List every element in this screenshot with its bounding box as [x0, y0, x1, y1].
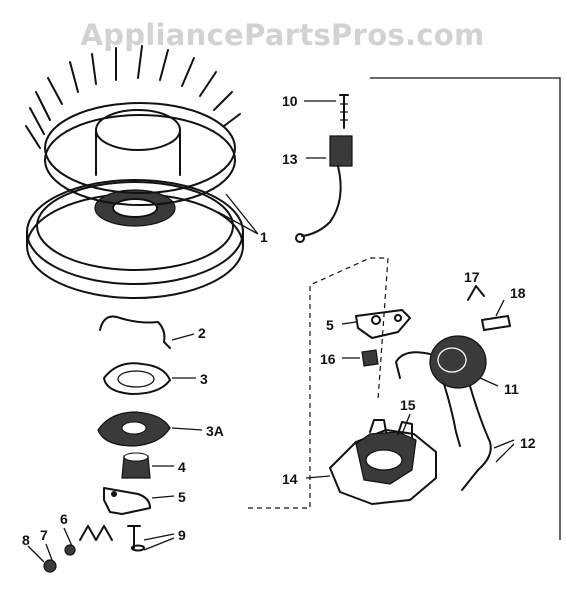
part-11-coil: [429, 335, 487, 389]
part-13-terminal: [295, 233, 305, 243]
part-8-nut: [43, 559, 57, 573]
leader-3a: [171, 427, 203, 431]
label-2: 2: [198, 325, 206, 341]
part-18-pad: [481, 315, 511, 331]
watermark: AppliancePartsPros.com: [80, 18, 485, 52]
label-6: 6: [60, 511, 68, 527]
part-11-winding: [437, 347, 467, 373]
label-14: 14: [282, 471, 298, 487]
label-16: 16: [320, 351, 336, 367]
label-9: 9: [178, 527, 186, 543]
label-4: 4: [178, 459, 186, 475]
leader-11: [479, 377, 499, 387]
label-13: 13: [282, 151, 298, 167]
label-5a: 5: [326, 317, 334, 333]
part-9-washer: [131, 544, 145, 552]
label-3: 3: [200, 371, 208, 387]
part-11-lead: [395, 351, 431, 379]
part-13-lead: [301, 165, 342, 237]
leader-2: [171, 333, 195, 341]
part-5-bracket-hole: [371, 315, 381, 325]
leader-12: [493, 439, 515, 463]
label-8: 8: [22, 532, 30, 548]
label-12: 12: [520, 435, 536, 451]
part-5-pivot: [111, 491, 117, 497]
frame-line: [370, 77, 561, 540]
part-4-top: [123, 452, 149, 462]
part-5-arm: [103, 487, 151, 515]
label-10: 10: [282, 93, 298, 109]
part-7-washer: [64, 544, 76, 556]
leader-9: [143, 533, 175, 551]
leader-18: [495, 299, 505, 317]
part-12-lead-a: [443, 383, 461, 447]
flywheel: [25, 45, 244, 299]
part-3-hole: [117, 370, 155, 388]
part-9-screw: [127, 525, 141, 549]
part-12-lead-b: [461, 385, 492, 491]
label-7: 7: [40, 527, 48, 543]
label-5b: 5: [178, 489, 186, 505]
part-3-gasket: [103, 362, 171, 395]
part-5-bracket: [355, 309, 411, 339]
assembly-guide: [248, 257, 389, 509]
part-5-bracket-hole-2: [394, 314, 402, 322]
part-3a-hole: [121, 421, 147, 435]
leader-14: [305, 475, 331, 479]
label-18: 18: [510, 285, 526, 301]
part-10-threads: [340, 103, 348, 121]
part-16-clip: [361, 349, 379, 367]
part-13-condenser: [329, 135, 353, 167]
leader-15: [401, 413, 411, 435]
label-11: 11: [504, 381, 519, 397]
label-15: 15: [400, 397, 416, 413]
label-17: 17: [464, 269, 480, 285]
label-1: 1: [260, 229, 268, 245]
part-17-clip: [467, 285, 485, 301]
label-3a: 3A: [206, 423, 224, 439]
part-14-stator-plate: [329, 419, 437, 505]
leader-5b: [151, 495, 175, 499]
leader-5a: [341, 321, 357, 325]
part-2-clip: [99, 315, 171, 349]
leader-1: [217, 193, 259, 235]
part-6-spring: [79, 525, 113, 541]
leaders-6-7-8: [27, 527, 73, 563]
